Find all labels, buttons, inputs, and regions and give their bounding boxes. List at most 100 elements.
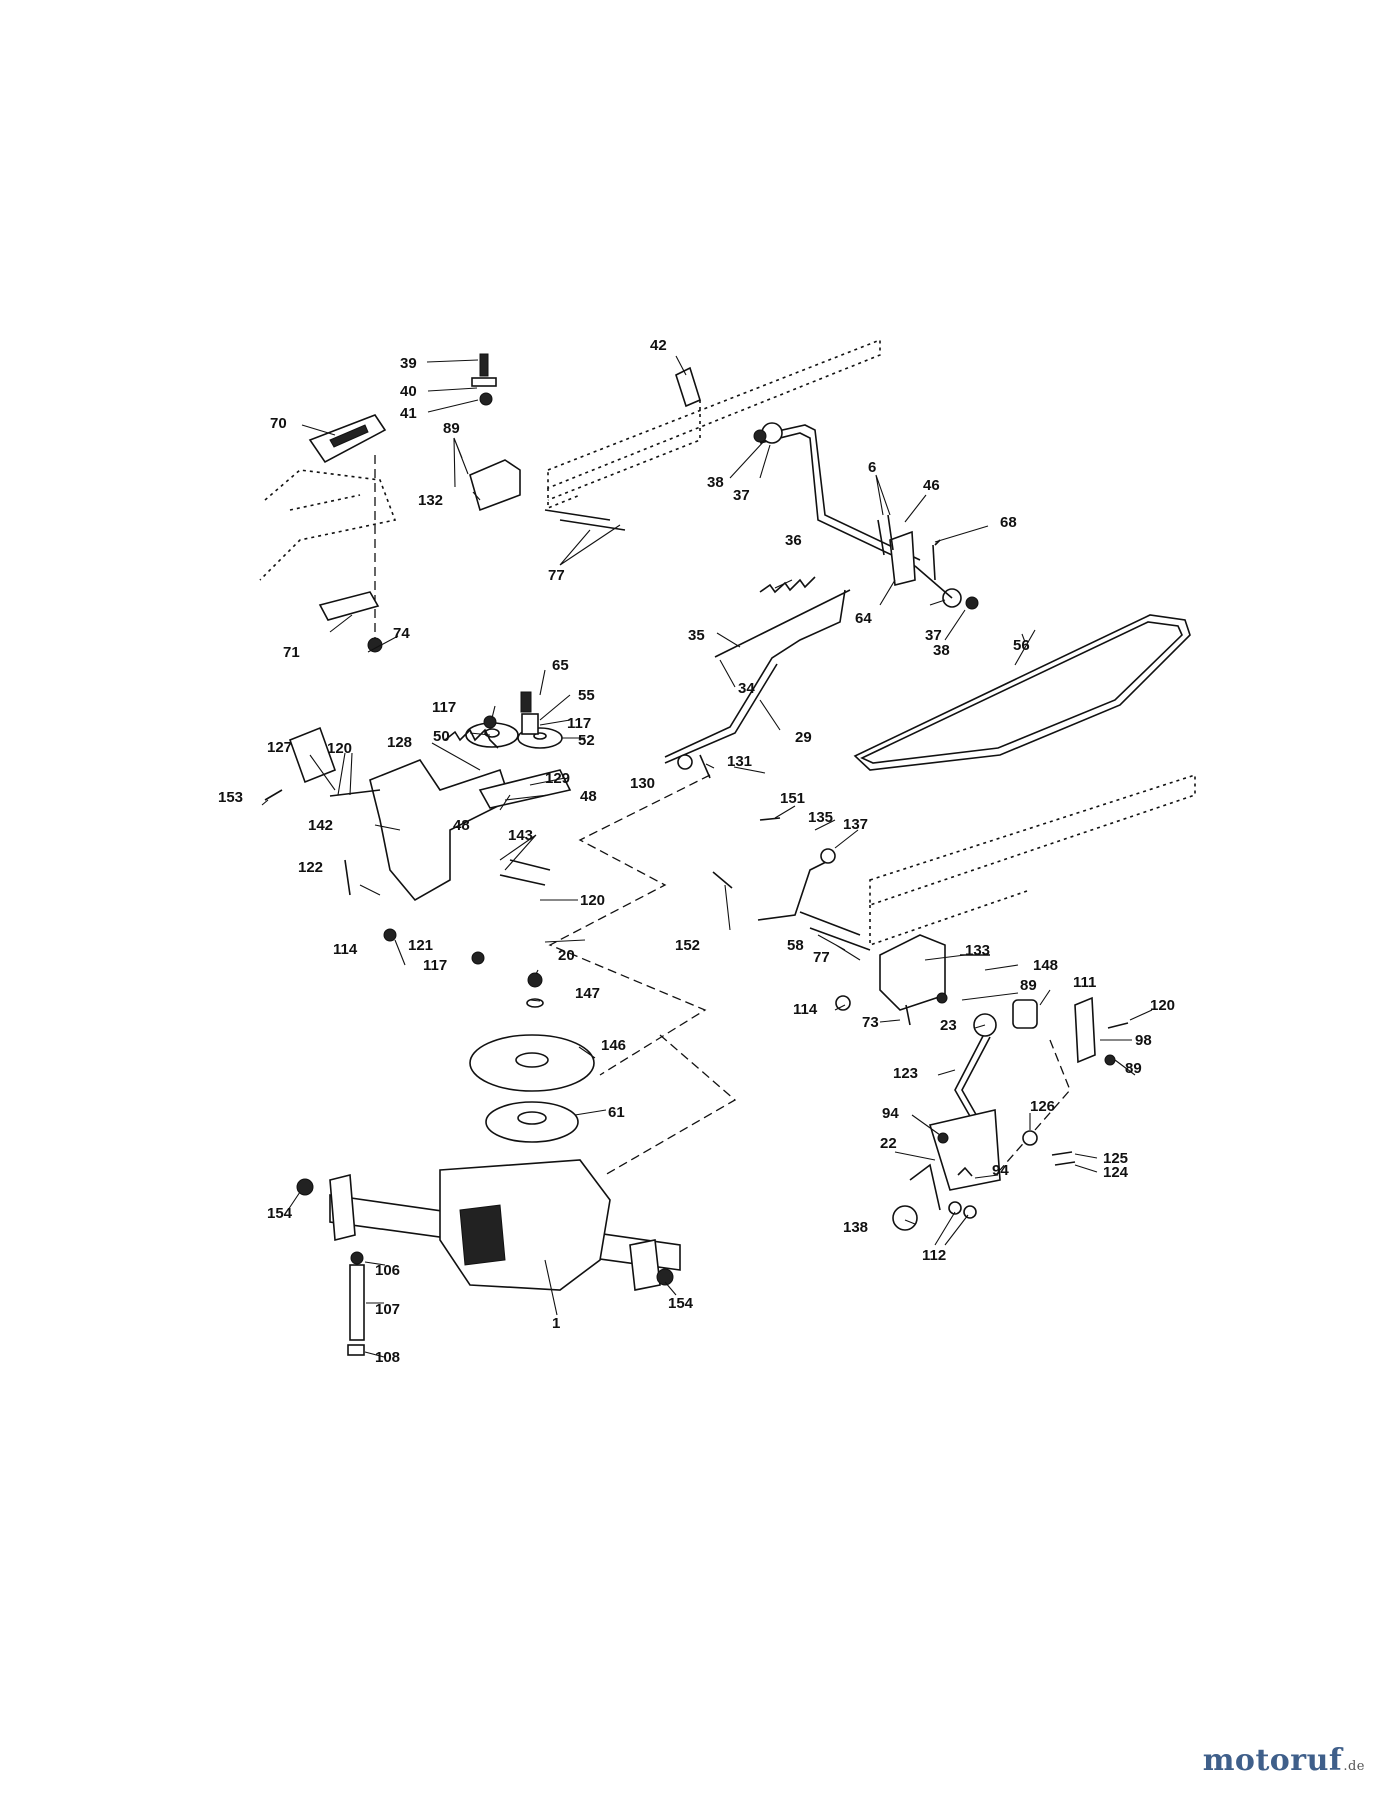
label-61: 61: [608, 1104, 625, 1121]
spring-94: [957, 1166, 973, 1177]
label-133: 133: [965, 942, 990, 959]
pin-131: [699, 754, 711, 779]
idler-arm: [478, 769, 572, 809]
label-23: 23: [940, 1017, 957, 1034]
label-94b: 94: [992, 1162, 1009, 1179]
label-132: 132: [418, 492, 443, 509]
label-120a: 120: [327, 740, 352, 757]
nut-89: [936, 992, 948, 1004]
logo-tld: .de: [1343, 1759, 1365, 1774]
pulley-52-hub: [533, 732, 547, 740]
label-147: 147: [575, 985, 600, 1002]
label-73: 73: [862, 1014, 879, 1031]
nut-74: [367, 637, 383, 653]
label-152: 152: [675, 937, 700, 954]
nut-94: [937, 1132, 949, 1144]
hub-left: [329, 1173, 356, 1242]
label-143: 143: [508, 827, 533, 844]
washer-138: [892, 1205, 918, 1231]
label-120c: 120: [1150, 997, 1175, 1014]
frame-rail-top: [547, 338, 881, 510]
bolt-152: [712, 871, 733, 889]
label-146: 146: [601, 1037, 626, 1054]
label-148: 148: [1033, 957, 1058, 974]
label-114: 114: [333, 941, 358, 958]
control-rod: [664, 589, 846, 758]
bushing: [675, 366, 701, 408]
label-40: 40: [400, 383, 417, 400]
label-42: 42: [650, 337, 667, 354]
fender-outline: [259, 469, 397, 581]
pin: [932, 544, 936, 581]
lever-bracket: [928, 1109, 1001, 1191]
shift-lever: [954, 1035, 991, 1126]
assembly-line-a: [548, 774, 711, 1076]
nut-117b: [471, 951, 485, 965]
label-107: 107: [375, 1301, 400, 1318]
label-108: 108: [375, 1349, 400, 1366]
bolts-125-124: [1051, 1151, 1076, 1166]
washer-137: [820, 848, 836, 864]
label-129: 129: [545, 770, 570, 787]
label-138: 138: [843, 1219, 868, 1236]
transaxle-fins: [459, 1204, 506, 1266]
label-22: 22: [880, 1135, 897, 1152]
label-112: 112: [922, 1247, 946, 1264]
label-41: 41: [400, 405, 417, 422]
label-55: 55: [578, 687, 595, 704]
bolt-151: [759, 817, 781, 821]
label-122: 122: [298, 859, 323, 876]
label-111: 111: [1073, 974, 1096, 991]
label-94a: 94: [882, 1105, 899, 1122]
label-124: 124: [1103, 1164, 1129, 1181]
spacer-126: [1022, 1130, 1038, 1146]
link-135: [757, 859, 831, 921]
spring: [759, 576, 816, 594]
label-1: 1: [552, 1315, 560, 1332]
label-131: 131: [727, 753, 752, 770]
label-151: 151: [780, 790, 805, 807]
part-labels: 39 40 41 42 70 89 132 38 37 77 6 46 68 3…: [218, 337, 1175, 1366]
label-89: 89: [443, 420, 460, 437]
label-39: 39: [400, 355, 417, 372]
label-35: 35: [688, 627, 705, 644]
label-70: 70: [270, 415, 287, 432]
label-77: 77: [548, 567, 565, 584]
assembly-line-c: [999, 1039, 1071, 1171]
label-36: 36: [785, 532, 802, 549]
label-38b: 38: [933, 642, 950, 659]
plate: [318, 591, 380, 621]
label-98: 98: [1135, 1032, 1152, 1049]
label-20: 20: [558, 947, 575, 964]
label-74: 74: [393, 625, 410, 642]
nut-right: [965, 596, 979, 610]
label-117b: 117: [567, 715, 591, 732]
bracket-flange: [288, 726, 337, 784]
rod: [714, 589, 851, 658]
label-77b: 77: [813, 949, 830, 966]
idler-bracket: [369, 759, 511, 902]
bracket-22: [909, 1163, 941, 1211]
label-126: 126: [1030, 1098, 1055, 1115]
motoruf-logo: motoruf.de: [1203, 1743, 1365, 1778]
label-46: 46: [923, 477, 940, 494]
label-117c: 117: [423, 957, 447, 974]
label-52: 52: [578, 732, 595, 749]
bolt-106: [350, 1251, 364, 1265]
drive-belt-inner: [860, 621, 1183, 764]
nut-114r: [835, 995, 851, 1011]
pin-153: [264, 789, 283, 801]
label-6: 6: [868, 459, 876, 476]
label-117a: 117: [432, 699, 456, 716]
label-120b: 120: [580, 892, 605, 909]
frame-rail-right: [869, 773, 1196, 947]
label-106: 106: [375, 1262, 400, 1279]
bolt-122: [344, 859, 351, 896]
crank-shaft: [759, 424, 921, 567]
nut-20: [527, 972, 543, 988]
label-37b: 37: [925, 627, 942, 644]
label-68: 68: [1000, 514, 1017, 531]
label-89c: 89: [1125, 1060, 1142, 1077]
transaxle-pulley-hub: [517, 1111, 547, 1125]
bushing-111: [1012, 999, 1038, 1029]
